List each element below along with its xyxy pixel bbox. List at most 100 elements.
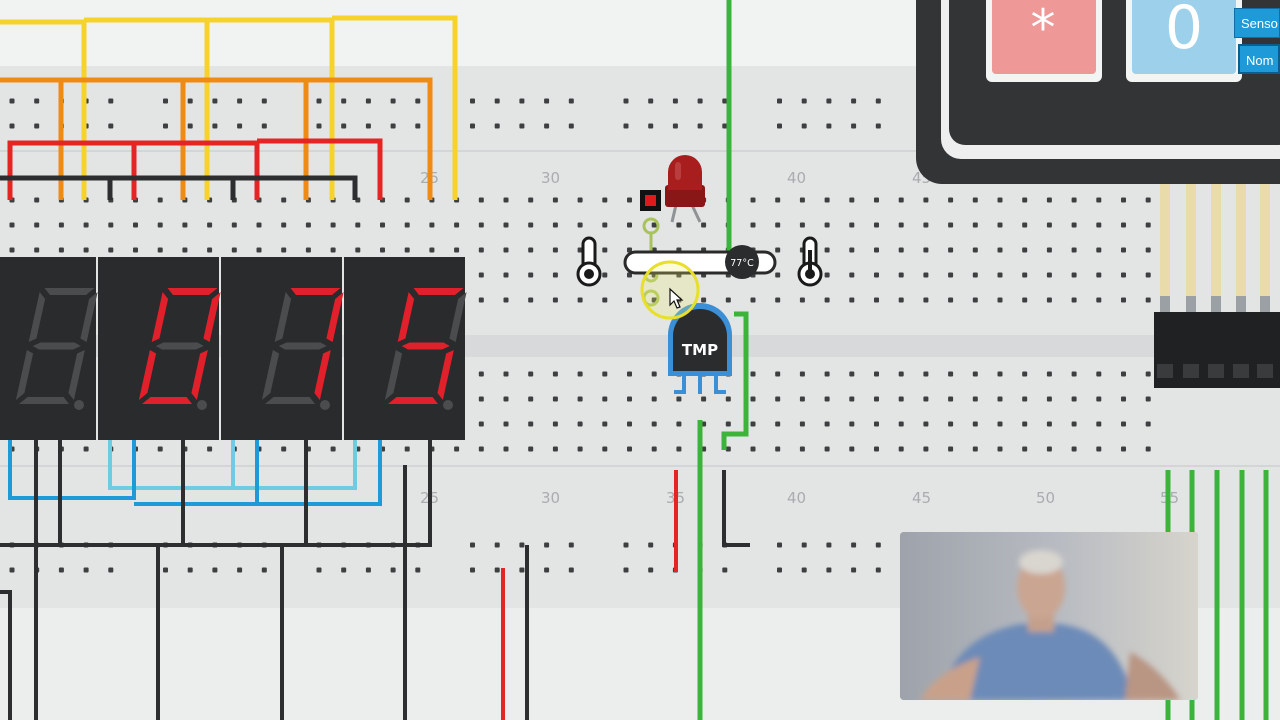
breadboard-hole[interactable] [923, 396, 929, 402]
breadboard-hole[interactable] [9, 247, 15, 253]
temperature-sensor[interactable]: TMP [668, 303, 732, 394]
breadboard-hole[interactable] [9, 567, 15, 573]
breadboard-hole[interactable] [577, 247, 583, 253]
breadboard-hole[interactable] [750, 421, 756, 427]
breadboard-hole[interactable] [494, 123, 500, 129]
wire-red[interactable] [7, 140, 137, 200]
breadboard-hole[interactable] [1046, 446, 1052, 452]
breadboard-hole[interactable] [750, 197, 756, 203]
breadboard-hole[interactable] [478, 371, 484, 377]
breadboard-hole[interactable] [108, 222, 114, 228]
breadboard-hole[interactable] [261, 98, 267, 104]
breadboard-hole[interactable] [627, 297, 632, 303]
breadboard-hole[interactable] [503, 396, 509, 402]
breadboard-hole[interactable] [725, 446, 731, 452]
breadboard-hole[interactable] [849, 371, 855, 377]
breadboard-hole[interactable] [923, 421, 929, 427]
breadboard-hole[interactable] [722, 567, 728, 573]
breadboard-hole[interactable] [330, 247, 336, 253]
breadboard-hole[interactable] [898, 197, 904, 203]
breadboard-hole[interactable] [722, 123, 728, 129]
breadboard-hole[interactable] [1022, 197, 1028, 203]
breadboard-hole[interactable] [672, 98, 678, 104]
breadboard-hole[interactable] [83, 446, 89, 452]
breadboard-hole[interactable] [651, 446, 657, 452]
breadboard-hole[interactable] [623, 567, 629, 573]
breadboard-hole[interactable] [404, 222, 410, 228]
breadboard-hole[interactable] [849, 297, 855, 303]
breadboard-hole[interactable] [824, 421, 830, 427]
breadboard-hole[interactable] [972, 222, 978, 228]
breadboard-hole[interactable] [1046, 421, 1052, 427]
wire-black[interactable] [0, 543, 60, 720]
breadboard-hole[interactable] [182, 222, 188, 228]
breadboard-hole[interactable] [528, 371, 534, 377]
breadboard-hole[interactable] [1071, 371, 1077, 377]
breadboard-hole[interactable] [470, 567, 475, 573]
breadboard-hole[interactable] [305, 222, 311, 228]
breadboard-hole[interactable] [261, 567, 267, 573]
breadboard-hole[interactable] [341, 567, 347, 573]
led[interactable] [665, 155, 705, 223]
breadboard-hole[interactable] [874, 197, 879, 203]
breadboard-hole[interactable] [528, 297, 534, 303]
breadboard-hole[interactable] [390, 123, 396, 129]
breadboard-hole[interactable] [851, 542, 857, 548]
breadboard-hole[interactable] [1096, 297, 1102, 303]
breadboard-hole[interactable] [577, 297, 583, 303]
breadboard-hole[interactable] [503, 446, 509, 452]
breadboard-hole[interactable] [429, 247, 435, 253]
breadboard-hole[interactable] [380, 222, 385, 228]
breadboard-hole[interactable] [58, 247, 64, 253]
breadboard-hole[interactable] [627, 446, 632, 452]
breadboard-hole[interactable] [281, 247, 287, 253]
breadboard-hole[interactable] [676, 396, 682, 402]
breadboard-hole[interactable] [355, 222, 361, 228]
breadboard-hole[interactable] [108, 247, 114, 253]
breadboard-hole[interactable] [528, 446, 534, 452]
breadboard-hole[interactable] [898, 421, 904, 427]
breadboard-hole[interactable] [824, 446, 830, 452]
breadboard-hole[interactable] [875, 98, 881, 104]
breadboard-hole[interactable] [577, 197, 583, 203]
breadboard-hole[interactable] [923, 272, 929, 278]
breadboard-hole[interactable] [470, 123, 475, 129]
breadboard-hole[interactable] [997, 371, 1003, 377]
breadboard-hole[interactable] [503, 272, 509, 278]
wire-black[interactable] [34, 440, 432, 720]
breadboard-hole[interactable] [133, 222, 138, 228]
breadboard-hole[interactable] [544, 98, 550, 104]
breadboard-hole[interactable] [799, 197, 805, 203]
breadboard-hole[interactable] [552, 446, 558, 452]
breadboard-hole[interactable] [212, 98, 218, 104]
breadboard-hole[interactable] [207, 446, 213, 452]
breadboard-hole[interactable] [799, 446, 805, 452]
breadboard-hole[interactable] [1096, 421, 1102, 427]
breadboard-hole[interactable] [972, 396, 978, 402]
breadboard-hole[interactable] [602, 247, 608, 253]
breadboard-hole[interactable] [404, 247, 410, 253]
breadboard-hole[interactable] [602, 272, 608, 278]
breadboard-hole[interactable] [415, 567, 421, 573]
breadboard-hole[interactable] [948, 421, 954, 427]
breadboard-hole[interactable] [1022, 446, 1028, 452]
breadboard-hole[interactable] [1022, 297, 1028, 303]
seven-segment-display[interactable] [0, 257, 467, 440]
breadboard-hole[interactable] [237, 123, 243, 129]
breadboard-hole[interactable] [799, 421, 805, 427]
breadboard-hole[interactable] [212, 123, 218, 129]
breadboard-hole[interactable] [824, 197, 830, 203]
breadboard-hole[interactable] [1145, 297, 1151, 303]
breadboard-hole[interactable] [454, 247, 460, 253]
breadboard-hole[interactable] [948, 396, 954, 402]
breadboard-hole[interactable] [1121, 297, 1126, 303]
breadboard-hole[interactable] [801, 98, 807, 104]
wire-orange[interactable] [0, 77, 433, 200]
breadboard-hole[interactable] [478, 421, 484, 427]
breadboard-hole[interactable] [157, 247, 163, 253]
breadboard-hole[interactable] [552, 272, 558, 278]
breadboard-hole[interactable] [972, 371, 978, 377]
breadboard-hole[interactable] [672, 123, 678, 129]
breadboard-hole[interactable] [163, 98, 168, 104]
breadboard-hole[interactable] [775, 297, 781, 303]
